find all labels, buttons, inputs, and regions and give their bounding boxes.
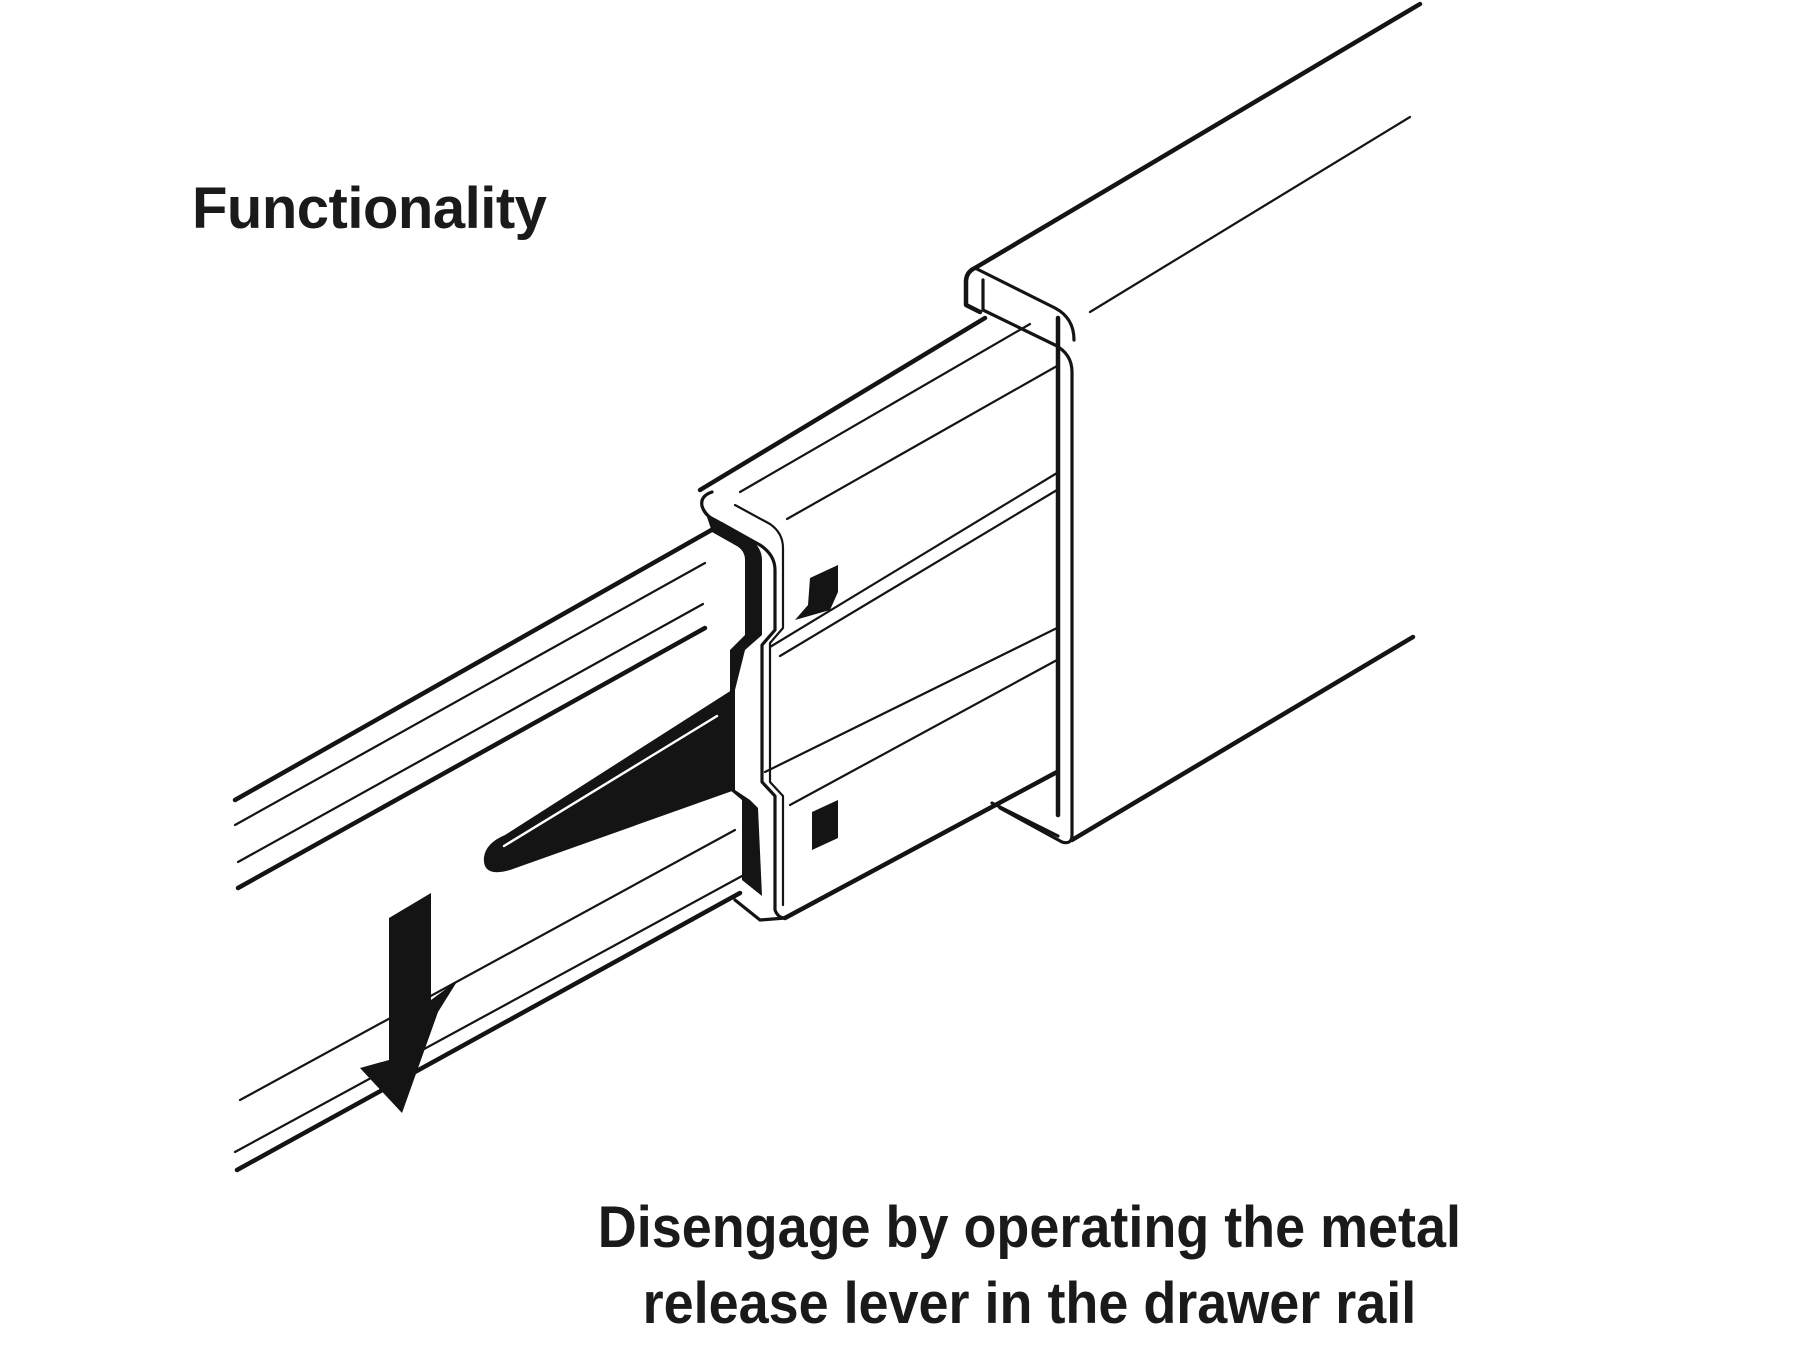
rail-slot xyxy=(812,800,838,850)
outer-frame-bottom-lip xyxy=(990,801,1060,838)
diagram-title: Functionality xyxy=(192,176,547,241)
outer-frame-top-face xyxy=(973,266,1076,342)
release-lever-body xyxy=(483,688,735,873)
mid-rail-top-edge xyxy=(697,315,988,493)
inner-rail-line-2 xyxy=(236,602,705,864)
outer-rail-inner-line xyxy=(1088,115,1412,314)
inner-rail-lower-line-1 xyxy=(238,828,737,1102)
caption-line-2: release lever in the drawer rail xyxy=(642,1271,1417,1336)
intermediate-rail xyxy=(697,315,1060,922)
mid-rail-bottom-foot xyxy=(733,898,787,922)
inner-rail-line-1 xyxy=(233,561,707,827)
mid-rail-line-1 xyxy=(738,322,1032,494)
press-direction-arrow xyxy=(360,893,458,1113)
mid-rail-line-3 xyxy=(768,471,1059,649)
mid-rail-line-2 xyxy=(785,364,1059,521)
mid-rail-front-profile-inner xyxy=(733,503,785,907)
outer-rail-top-edge xyxy=(972,1,1423,271)
caption-line-1: Disengage by operating the metal xyxy=(597,1195,1462,1260)
outer-frame-top-lip xyxy=(963,265,983,315)
inner-rail-bottom-edge xyxy=(234,890,743,1173)
release-lever xyxy=(483,688,735,873)
latch-tab xyxy=(795,565,838,620)
mid-rail-front-profile xyxy=(700,490,787,920)
inner-rail-line-3 xyxy=(235,625,708,891)
mid-rail-bottom-edge xyxy=(782,769,1060,921)
arrow-down-icon xyxy=(360,893,458,1113)
outer-rail-bottom-edge xyxy=(1069,634,1416,843)
release-lever-highlight xyxy=(502,714,719,848)
inner-rail-lower-line-2 xyxy=(233,874,744,1154)
inner-rail-top-edge xyxy=(232,525,718,803)
outer-rail-housing xyxy=(963,1,1423,845)
mid-rail-line-6 xyxy=(788,658,1059,807)
mid-rail-line-4 xyxy=(778,488,1059,658)
inner-drawer-rail xyxy=(232,525,744,1173)
diagram-caption: Disengage by operating the metal release… xyxy=(490,1190,1569,1342)
mid-rail-line-5 xyxy=(763,626,1059,774)
